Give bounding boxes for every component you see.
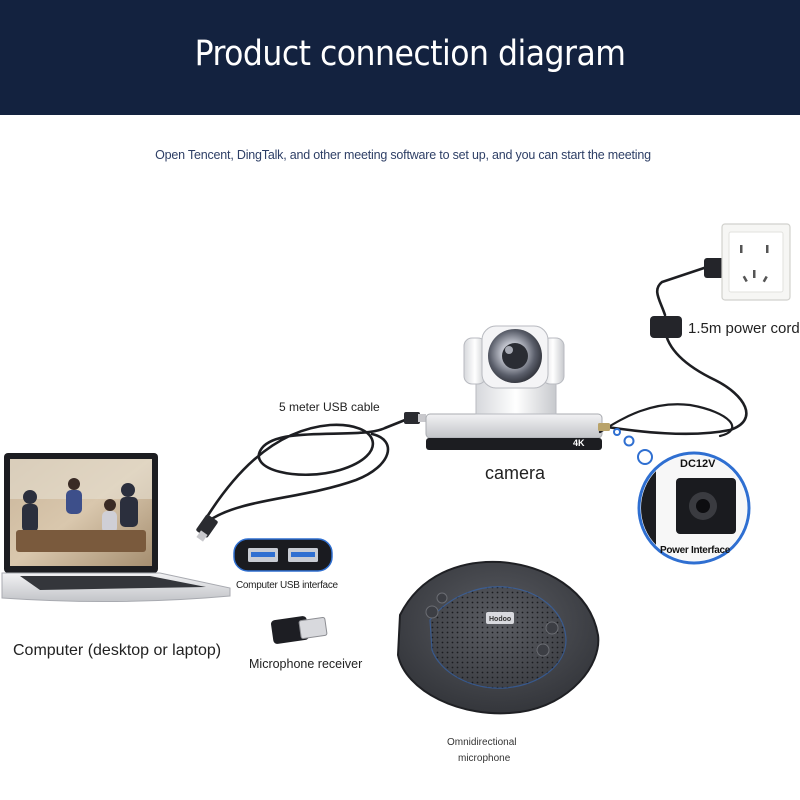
usb-cable-icon [196, 412, 426, 542]
dc12v-label: DC12V [680, 458, 716, 470]
page-title: Product connection diagram [194, 34, 626, 74]
page-subtitle: Open Tencent, DingTalk, and other meetin… [155, 148, 651, 162]
computer-usb-label: Computer USB interface [236, 580, 338, 591]
speakerphone-icon [396, 560, 600, 715]
camera-badge: 4K [573, 438, 585, 448]
power-plug-icon [598, 258, 748, 438]
dc-port-icon [637, 451, 751, 565]
usb-cable-label: 5 meter USB cable [279, 400, 380, 414]
power-cord-label: 1.5m power cord [688, 320, 800, 337]
omni-mic-label-line2: microphone [458, 753, 511, 764]
camera-icon [425, 325, 603, 450]
laptop-icon [1, 453, 231, 603]
omni-mic-label-line1: Omnidirectional [447, 737, 517, 748]
usb-dongle-icon [271, 616, 328, 644]
camera-label: camera [485, 463, 546, 483]
usb-ports-icon [233, 538, 333, 572]
callout-bubbles [613, 428, 653, 465]
wall-socket-icon [721, 223, 791, 301]
mic-brand-logo: Hodoo [489, 616, 511, 623]
power-interface-label: Power Interface [660, 545, 730, 556]
computer-label: Computer (desktop or laptop) [13, 642, 222, 659]
header-banner [0, 0, 800, 115]
mic-receiver-label: Microphone receiver [249, 657, 363, 671]
